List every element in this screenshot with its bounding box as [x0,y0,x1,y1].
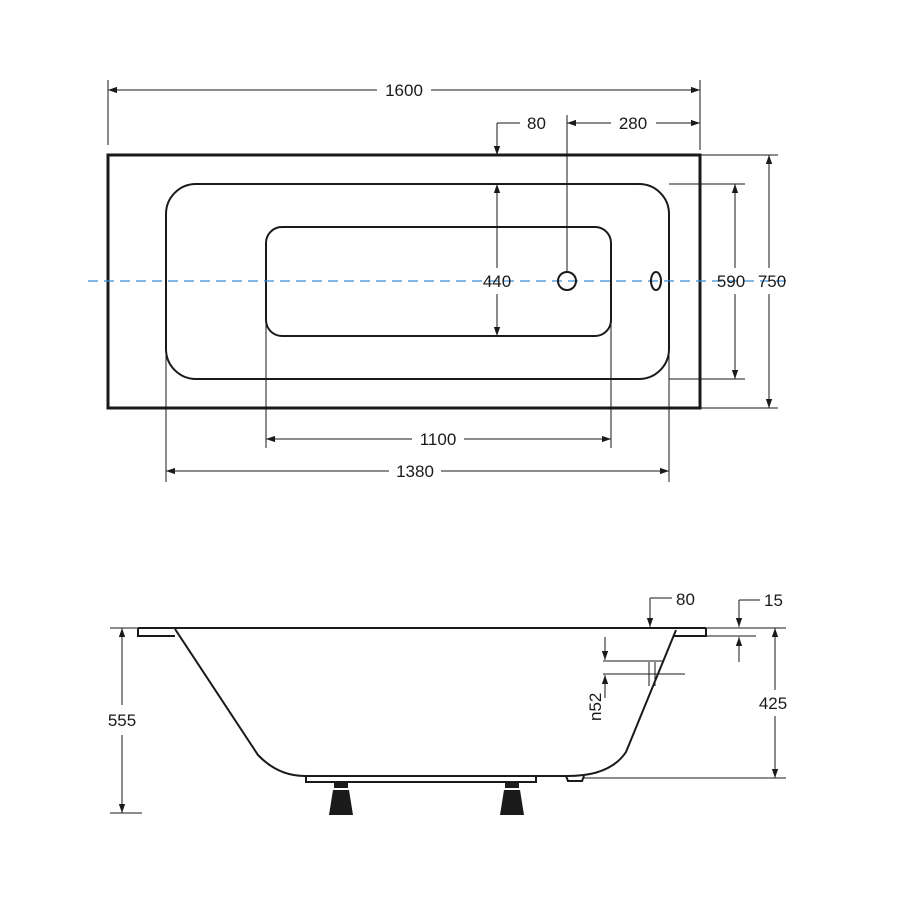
drain-bump [565,775,585,782]
foot-right [500,782,524,815]
dim-inner-width: 440 [483,184,511,336]
side-view: 555 80 15 425 [108,590,787,815]
foot-left [329,782,353,815]
dim-total-height: 555 [108,627,142,814]
label-rim-width: 80 [676,590,695,609]
dim-basin-width: 590 [669,183,745,380]
dim-basin-length: 1380 [165,285,670,482]
label-overflow-offset: 80 [527,114,546,133]
dim-rim-thickness: 15 [706,591,783,662]
base-frame [305,776,537,783]
label-overall-width: 750 [758,272,786,291]
label-drain-offset: 280 [619,114,647,133]
dim-rim-width: 80 [646,590,695,627]
dim-overall-length: 1600 [107,80,701,150]
label-overall-length: 1600 [385,81,423,100]
dim-overflow: n52 [586,637,685,721]
rim-lip-left [137,628,175,637]
dim-offsets: 80 280 [493,114,700,272]
rim-lip-right [674,628,707,637]
label-rim-thickness: 15 [764,591,783,610]
dim-overall-width: 750 [700,154,786,409]
top-view: 1600 80 280 440 590 [88,80,790,482]
label-inner-width: 440 [483,272,511,291]
label-inner-length: 1100 [420,430,457,449]
dim-basin-depth: 425 [584,627,787,779]
label-basin-length: 1380 [396,462,434,481]
label-total-height: 555 [108,711,136,730]
label-basin-depth: 425 [759,694,787,713]
tub-body-profile [174,628,677,777]
label-basin-width: 590 [717,272,745,291]
overflow-hole [650,271,662,291]
label-overflow-diameter: n52 [586,693,605,721]
dim-inner-length: 1100 [265,290,612,449]
